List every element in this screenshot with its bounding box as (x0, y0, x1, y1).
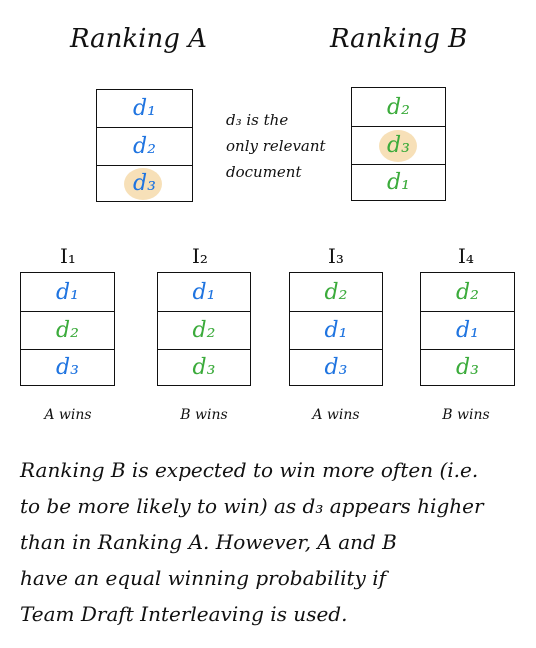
interleaving-2-doc-1: d₁ (192, 279, 216, 305)
interleaving-2-doc-3: d₃ (158, 349, 250, 385)
explanation-paragraph: Ranking B is expected to win more often … (20, 452, 484, 632)
interleaving-4-list: d₂ d₁ d₃ (420, 272, 515, 386)
explanation-line-4: have an equal winning probability if (20, 566, 386, 590)
ranking-a-list: d₁ d₂ d₃ (96, 89, 193, 202)
interleaving-3-list: d₂ d₁ d₃ (289, 272, 383, 386)
relevant-highlight (379, 130, 417, 162)
interleaving-1-doc-1: d₁ (56, 279, 79, 305)
explanation-line-1: Ranking B is expected to win more often … (20, 458, 479, 482)
ranking-b-list: d₂ d₃ d₁ (351, 87, 446, 201)
interleaving-2-doc-2: d₂ (158, 311, 250, 349)
relevance-note-line-1: d₃ is the (226, 111, 289, 129)
explanation-line-5: Team Draft Interleaving is used. (20, 602, 348, 626)
interleaving-3-title: I₃ (328, 244, 344, 268)
ranking-a-title: Ranking A (70, 24, 207, 54)
interleaving-1-result: A wins (44, 407, 92, 423)
interleaving-4-doc-2: d₁ (421, 311, 514, 349)
relevance-note-line-3: document (226, 163, 302, 181)
ranking-a-doc-1: d₁ (133, 96, 156, 121)
interleaving-3-doc-3: d₃ (290, 349, 382, 385)
interleaving-1-title: I₁ (60, 244, 76, 268)
ranking-b-title: Ranking B (330, 24, 468, 54)
explanation-line-3: than in Ranking A. However, A and B (20, 530, 397, 554)
relevance-note-line-2: only relevant (226, 137, 326, 155)
interleaving-2-list: d₁ d₂ d₃ (157, 272, 251, 386)
interleaving-3-result: A wins (312, 407, 360, 423)
relevant-highlight (124, 168, 162, 200)
interleaving-2-title: I₂ (192, 244, 208, 268)
interleaving-1-doc-3: d₃ (21, 349, 114, 385)
interleaving-3-doc-1: d₂ (324, 279, 348, 305)
interleaving-4-title: I₄ (458, 244, 474, 268)
relevance-note: d₃ is the only relevant document (226, 107, 326, 185)
interleaving-4-result: B wins (442, 407, 490, 423)
interleaving-4-doc-1: d₂ (456, 279, 479, 305)
ranking-b-doc-1: d₂ (387, 94, 410, 120)
interleaving-1-doc-2: d₂ (21, 311, 114, 349)
interleaving-2-result: B wins (180, 407, 228, 423)
interleaving-1-list: d₁ d₂ d₃ (20, 272, 115, 386)
ranking-a-doc-2: d₂ (97, 127, 192, 165)
ranking-b-doc-2: d₃ (352, 126, 445, 164)
ranking-a-doc-3: d₃ (97, 165, 192, 201)
explanation-line-2: to be more likely to win) as d₃ appears … (20, 494, 484, 518)
interleaving-4-doc-3: d₃ (421, 349, 514, 385)
interleaving-3-doc-2: d₁ (290, 311, 382, 349)
ranking-b-doc-3: d₁ (352, 164, 445, 200)
